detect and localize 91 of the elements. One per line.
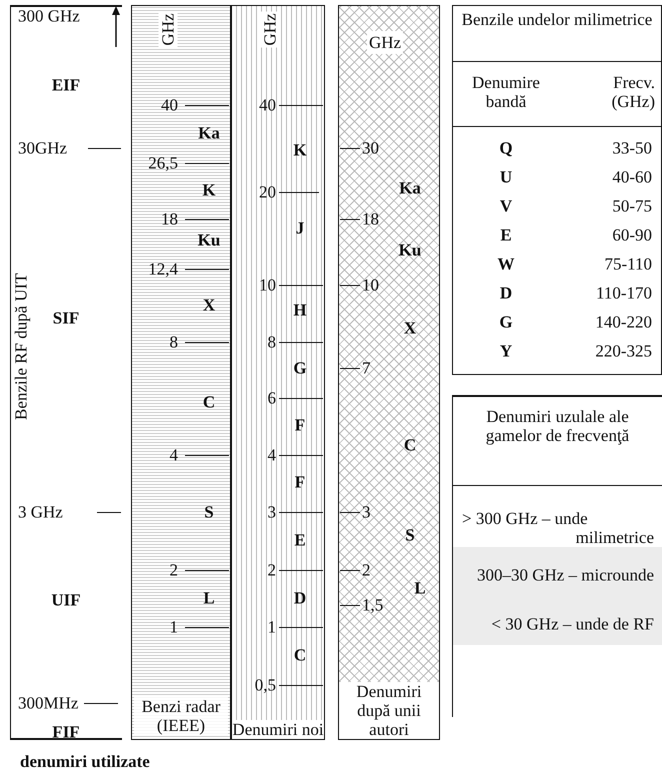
tick-value: 4 bbox=[268, 445, 276, 465]
table-cell-text: Frecv. (GHz) bbox=[610, 72, 655, 112]
band-letter: C bbox=[404, 435, 416, 455]
tick-value: 1 bbox=[268, 617, 276, 637]
table-cell: 75-110 bbox=[604, 254, 652, 274]
tick-value: 6 bbox=[268, 388, 276, 408]
band-letter: K bbox=[202, 180, 216, 200]
table-cell: 220-325 bbox=[595, 341, 652, 361]
tick-value: 18 bbox=[362, 209, 379, 229]
table-cell: Q bbox=[499, 138, 513, 158]
unit-label: GHz bbox=[260, 11, 280, 48]
column-heading: Benzi radar (IEEE) bbox=[134, 696, 228, 735]
table-card bbox=[452, 395, 662, 717]
tick-value: 3 bbox=[268, 502, 276, 522]
band-letter: X bbox=[404, 318, 416, 338]
band-letter: X bbox=[202, 295, 216, 315]
band-letter: K bbox=[293, 140, 307, 160]
table-cell: D bbox=[500, 283, 512, 303]
table-heading: Benzile undelor milimetrice bbox=[460, 10, 654, 30]
table-cell: U bbox=[500, 167, 512, 187]
band-letter: Ku bbox=[398, 240, 422, 260]
frequency-label: 300 GHz bbox=[18, 6, 80, 26]
tick-value: 1 bbox=[170, 617, 178, 637]
table-cell: Y bbox=[500, 341, 512, 361]
tick-value: 40 bbox=[259, 95, 276, 115]
band-letter: E bbox=[294, 530, 306, 550]
band-letter: D bbox=[294, 588, 306, 608]
band-letter: S bbox=[405, 525, 415, 545]
frequency-label: 30GHz bbox=[18, 138, 68, 158]
table-cell: E bbox=[500, 225, 512, 245]
band-letter: F bbox=[294, 415, 306, 435]
table-row-text: < 30 GHz – unde de RF bbox=[490, 614, 654, 634]
band-letter: Ka bbox=[198, 123, 220, 143]
band-letter: Ku bbox=[198, 230, 220, 250]
table-cell: 60-90 bbox=[612, 225, 652, 245]
table-cell: G bbox=[499, 312, 513, 332]
tick-value: 2 bbox=[362, 560, 370, 580]
table-cell: W bbox=[498, 254, 514, 274]
column-heading: Denumiri noi bbox=[232, 720, 324, 739]
table-cell: V bbox=[500, 196, 512, 216]
tick-value: 12,4 bbox=[148, 259, 178, 279]
band-letter: S bbox=[204, 502, 214, 522]
band-letter: L bbox=[203, 588, 215, 608]
band-letter: C bbox=[294, 645, 306, 665]
frequency-label: 3 GHz bbox=[18, 502, 63, 522]
column-heading: Denumiri după unii autori bbox=[339, 682, 439, 739]
column-frame bbox=[10, 5, 122, 740]
unit-label: GHz bbox=[158, 11, 178, 48]
band-letter: Ka bbox=[399, 178, 421, 198]
table-cell: 110-170 bbox=[596, 283, 652, 303]
tick-value: 18 bbox=[161, 209, 178, 229]
band-letter: G bbox=[293, 358, 307, 378]
band-letter: C bbox=[202, 392, 216, 412]
frequency-label: 300MHz bbox=[18, 693, 78, 713]
band-name: EIF bbox=[52, 75, 80, 95]
band-name: SIF bbox=[52, 308, 80, 328]
band-name: UIF bbox=[51, 590, 81, 610]
tick-value: 26,5 bbox=[148, 153, 178, 173]
unit-label: GHz bbox=[367, 31, 404, 54]
band-letter: F bbox=[294, 472, 306, 492]
table-cell: 140-220 bbox=[595, 312, 652, 332]
table-cell: 50-75 bbox=[612, 196, 652, 216]
tick-value: 3 bbox=[362, 502, 370, 522]
tick-value: 0,5 bbox=[254, 675, 276, 695]
tick-value: 10 bbox=[259, 275, 276, 295]
tick-value: 30 bbox=[362, 138, 379, 158]
tick-value: 10 bbox=[362, 275, 379, 295]
tick-value: 40 bbox=[161, 95, 178, 115]
table-row-text: 300–30 GHz – microunde bbox=[476, 565, 654, 585]
tick-value: 1,5 bbox=[362, 595, 384, 615]
band-letter: J bbox=[296, 218, 304, 238]
tick-value: 2 bbox=[268, 560, 276, 580]
band-name: FIF bbox=[52, 722, 80, 742]
table-card bbox=[452, 5, 662, 375]
band-column bbox=[231, 5, 325, 740]
band-column bbox=[338, 5, 440, 740]
band-letter: L bbox=[414, 578, 426, 598]
tick-value: 20 bbox=[259, 182, 276, 202]
tick-value: 7 bbox=[362, 358, 370, 378]
table-row-text: > 300 GHz – unde milimetrice bbox=[462, 508, 654, 548]
table-cell-text: Denumire bandă bbox=[471, 72, 541, 112]
tick-value: 2 bbox=[170, 560, 178, 580]
tick-value: 8 bbox=[170, 332, 178, 352]
tick-value: 8 bbox=[268, 332, 276, 352]
band-letter: H bbox=[293, 300, 307, 320]
caption: denumiri utilizate bbox=[20, 752, 150, 772]
table-cell: 33-50 bbox=[612, 138, 652, 158]
band-column bbox=[131, 5, 231, 740]
table-cell: 40-60 bbox=[612, 167, 652, 187]
table-heading: Denumiri uzulale ale gamelor de frecvenţă bbox=[484, 407, 630, 446]
tick-value: 4 bbox=[170, 445, 178, 465]
